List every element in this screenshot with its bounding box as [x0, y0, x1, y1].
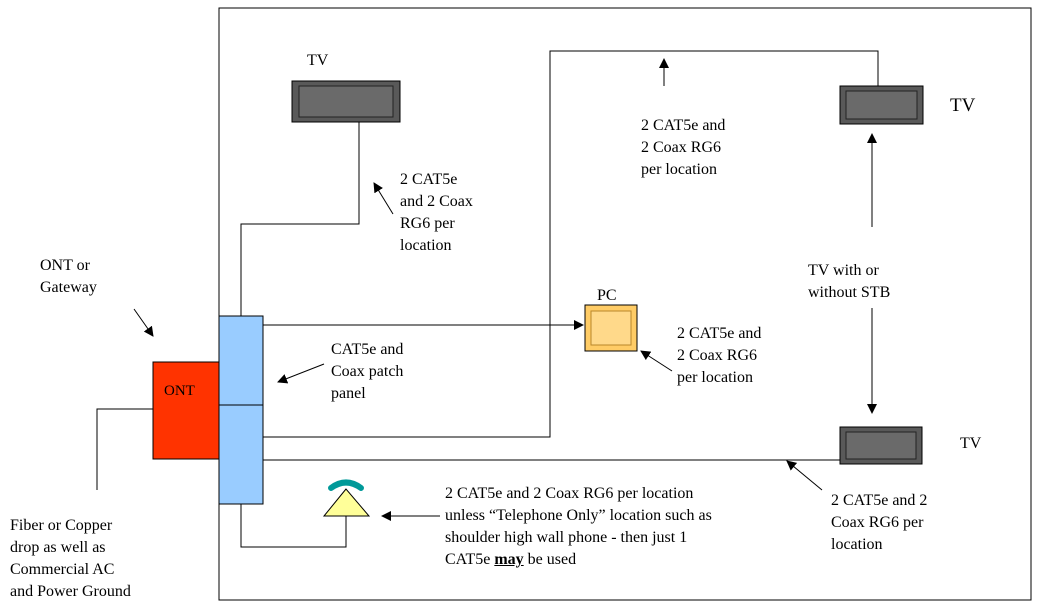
patch-panel-caption-line: CAT5e and — [331, 341, 404, 358]
phone-caption: 2 CAT5e and 2 Coax RG6 per location unle… — [445, 483, 712, 571]
patch-panel-caption-line: panel — [331, 385, 366, 402]
cable-tv-right-top — [263, 50, 879, 438]
drop-caption-line: Commercial AC — [10, 561, 115, 578]
ont-box — [152, 361, 220, 460]
tv-right-top-screen — [839, 85, 924, 125]
ont-caption-line: Gateway — [40, 279, 97, 296]
arrow-tv-top-caption — [373, 182, 394, 215]
stb-caption: TV with or without STB — [808, 260, 890, 304]
tv-top-label: TV — [307, 52, 329, 69]
cable-phone — [240, 504, 347, 548]
tv-right-top-label: TV — [950, 95, 976, 116]
pc-caption-line: 2 CAT5e and — [677, 325, 762, 342]
pc-caption: 2 CAT5e and 2 Coax RG6 per location — [677, 323, 761, 389]
tv-top-caption-line: location — [400, 237, 452, 254]
tv-right-bottom-caption-line: location — [831, 536, 883, 553]
tv-top-caption-line: RG6 per — [400, 215, 455, 232]
drop-caption-line: Fiber or Copper — [10, 517, 113, 534]
arrow-tv-bottom-caption — [786, 460, 823, 491]
patch-panel-caption: CAT5e and Coax patch panel — [331, 339, 403, 405]
tv-top-screen — [291, 80, 401, 123]
ont-box-label: ONT — [164, 383, 195, 399]
arrow-patch-panel-caption — [277, 363, 325, 384]
tv-right-bottom-caption: 2 CAT5e and 2 Coax RG6 per location — [831, 490, 927, 556]
phone-caption-line: shoulder high wall phone - then just 1 — [445, 529, 688, 546]
pc-box-label: PC — [597, 287, 617, 304]
patch-panel-bottom — [218, 404, 264, 505]
ont-caption: ONT or Gateway — [40, 255, 97, 299]
tv-right-bottom-screen — [839, 426, 923, 465]
tv-top-caption-line: and 2 Coax — [400, 193, 473, 210]
upper-run-caption: 2 CAT5e and 2 Coax RG6 per location — [641, 115, 725, 181]
phone-caption-line: 2 CAT5e and 2 Coax RG6 per location — [445, 485, 694, 502]
tv-top-caption: 2 CAT5e and 2 Coax RG6 per location — [400, 169, 473, 257]
tv-right-bottom-caption-line: Coax RG6 per — [831, 514, 924, 531]
phone-caption-emphasis: may — [494, 551, 524, 568]
phone-caption-text: be used — [523, 551, 577, 568]
drop-caption-line: drop as well as — [10, 539, 106, 556]
pc-box — [584, 304, 638, 352]
phone-caption-line: unless “Telephone Only” location such as — [445, 507, 712, 524]
arrow-pc-caption — [640, 350, 673, 372]
stb-caption-line: TV with or — [808, 262, 879, 279]
upper-run-caption-line: 2 Coax RG6 — [641, 139, 721, 156]
phone-caption-text: CAT5e — [445, 551, 495, 568]
house-outline — [218, 7, 1032, 601]
pc-caption-line: 2 Coax RG6 — [677, 347, 757, 364]
arrow-ont-caption — [133, 308, 154, 337]
drop-caption: Fiber or Copper drop as well as Commerci… — [10, 515, 131, 603]
cable-tv-top — [240, 122, 360, 316]
tv-right-bottom-label: TV — [960, 435, 982, 452]
phone-caption-line: CAT5e may be used — [445, 549, 712, 571]
phone-icon — [322, 479, 371, 517]
drop-caption-line: and Power Ground — [10, 583, 131, 600]
upper-run-caption-line: 2 CAT5e and — [641, 117, 726, 134]
patch-panel-top — [218, 315, 264, 406]
pc-caption-line: per location — [677, 369, 753, 386]
upper-run-caption-line: per location — [641, 161, 717, 178]
tv-top-caption-line: 2 CAT5e — [400, 171, 458, 188]
drop-line — [96, 408, 153, 490]
patch-panel-caption-line: Coax patch — [331, 363, 404, 380]
tv-right-bottom-caption-line: 2 CAT5e and 2 — [831, 492, 928, 509]
ont-caption-line: ONT or — [40, 257, 90, 274]
stb-caption-line: without STB — [808, 284, 891, 301]
